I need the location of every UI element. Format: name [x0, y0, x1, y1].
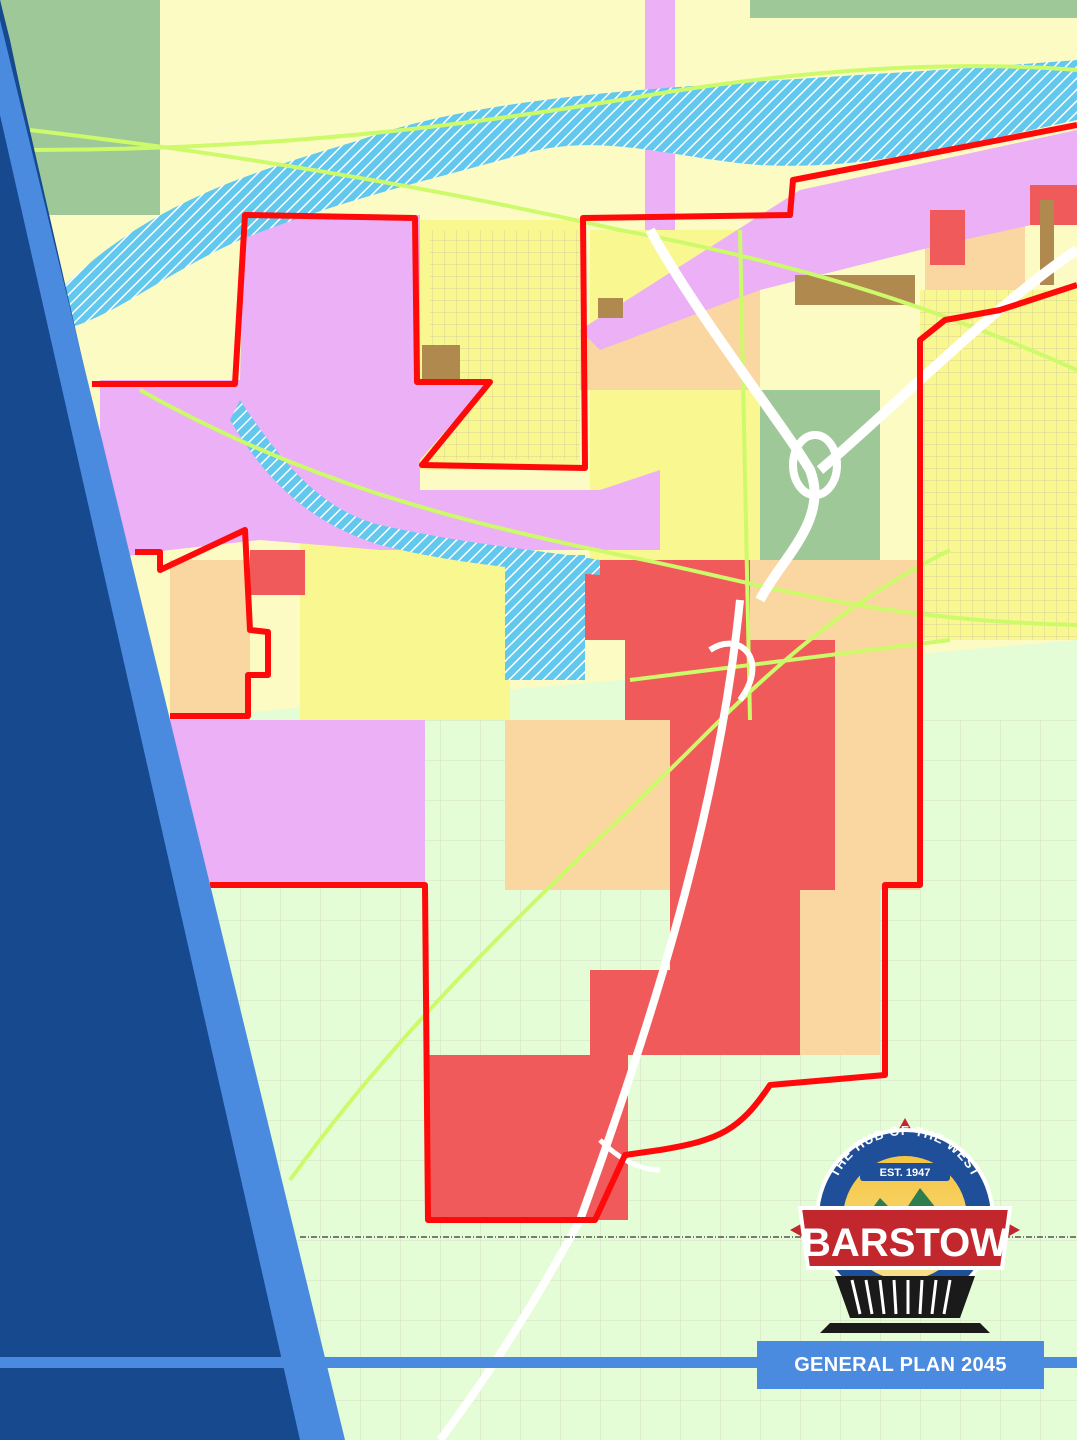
commercial-west	[250, 550, 305, 595]
logo-city-name: BARSTOW	[802, 1221, 1008, 1265]
mixed-use-2	[598, 298, 623, 318]
general-plan-title: GENERAL PLAN 2045	[757, 1341, 1044, 1389]
industrial-west	[100, 215, 660, 560]
industrial-rail-corridor	[580, 130, 1077, 350]
mixed-use-1	[422, 345, 460, 380]
residential-high-4	[170, 560, 250, 720]
horizontal-accent-band	[0, 1357, 1077, 1368]
residential-high-3	[800, 890, 880, 1055]
diagonal-accent-stripe	[0, 20, 345, 1440]
industrial-south	[170, 720, 425, 885]
commercial-ne-1	[930, 210, 965, 265]
logo-established: EST. 1947	[880, 1167, 931, 1179]
city-boundary	[92, 122, 1077, 1223]
open-space-north	[750, 0, 1077, 18]
commercial-south	[428, 1055, 628, 1220]
residential-medium-2	[300, 540, 510, 720]
barstow-logo: THE HUB OF THE WEST EST. 1947 BARSTOW	[790, 1118, 1020, 1343]
floodplain-basin	[505, 555, 585, 680]
residential-high-1	[505, 720, 670, 890]
commercial-central	[585, 560, 835, 1055]
freeway	[436, 227, 1077, 1440]
rail-lines	[29, 64, 1077, 1182]
residential-grid-east	[920, 290, 1077, 640]
residential-high-5	[580, 280, 760, 390]
horizontal-accent-band-left	[0, 1357, 320, 1368]
river-floodplain	[60, 60, 1077, 330]
city-boundary-west	[135, 527, 271, 719]
